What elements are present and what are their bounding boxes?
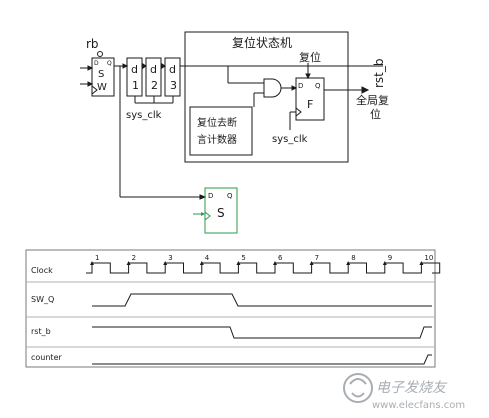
clock-tick-label: 5 [241,254,245,262]
arrow-reset-in [305,73,311,80]
sys-clk-right-label: sys_clk [272,134,308,145]
state-machine-title: 复位状态机 [232,35,292,50]
arrow-into-f [291,85,298,91]
s-ff-pin-q: Q [227,192,233,200]
arrow-into-d1 [122,63,129,69]
sw-input-arrow-top [87,65,94,71]
watermark-line2: www.elecfans.com [372,400,465,411]
f-ff-clock-marker [295,106,302,118]
clock-tick-label: 4 [205,254,210,262]
f-ff-pin-d: D [298,82,303,90]
watermark-line1: 电子发烧友 [376,380,448,396]
clock-tick-label: 6 [278,254,283,262]
clock-tick-label: 1 [95,254,99,262]
dff-3-bottom: 3 [170,79,177,92]
sw-q-waveform [92,293,432,307]
rst-b-label: rst_b [372,58,386,88]
clock-tick-label: 9 [388,254,392,262]
and-gate [263,78,282,98]
timing-waveforms [86,262,441,365]
timing-signal-label: Clock [31,266,53,275]
sw-input-arrow-bottom [87,81,94,87]
counter-label-line1: 复位去断 [197,116,237,129]
dff-3-top: d [169,63,176,76]
timing-signal-label: rst_b [31,327,51,336]
timing-grid [26,281,435,348]
arrow-into-s-block [199,194,207,200]
timing-signal-label: SW_Q [31,295,54,304]
schematic: rb D Q S W d 1 d 2 d 3 [80,31,389,200]
timing-clock-ticks: 1 2 3 4 5 6 7 8 9 10 [90,254,433,265]
arrow-into-d2 [142,63,147,69]
s-ff-letter: S [217,206,225,220]
sw-pin-q: Q [107,60,112,67]
timing-signal-label: counter [31,353,62,362]
s-ff-input-arrow [201,212,205,216]
watermark-logo-icon [343,373,373,403]
rb-inverter-bubble [97,51,103,57]
counter-box [189,106,253,156]
rb-label: rb [86,37,99,51]
s-ff-pin-d: D [208,192,213,200]
s-ff-block [204,187,238,234]
dff-1-bottom: 1 [132,79,139,92]
clock-tick-label: 10 [424,254,433,262]
rst-b-waveform [92,326,432,339]
counter-label-line2: 言计数器 [197,133,237,146]
watermark-logo-glyph [349,378,367,398]
sw-clock-marker [91,84,98,96]
dff-2-bottom: 2 [151,79,158,92]
clock-tick-label: 7 [315,254,319,262]
sw-letter-s: S [98,69,104,80]
clock-tick-label: 2 [132,254,136,262]
dff-1-top: d [131,63,138,76]
clock-tick-label: 3 [168,254,172,262]
f-ff-letter: F [307,98,313,111]
clock-tick-label: 8 [351,254,355,262]
sw-letter-w: W [97,82,107,93]
clock-waveform [86,262,441,274]
arrow-into-d3 [161,63,166,69]
timing-frame [25,249,436,368]
f-ff-block [295,77,325,121]
global-reset-line2: 位 [370,107,381,121]
f-ff-pin-q: Q [315,82,321,90]
counter-waveform [92,354,432,365]
sw-block [91,57,115,97]
global-reset-line1: 全局复 [356,93,389,107]
reset-label: 复位 [299,50,321,64]
arrow-f-out [361,86,370,94]
state-machine-box [184,31,349,163]
sw-pin-d: D [94,60,99,67]
dff-2-top: d [150,63,157,76]
watermark: 电子发烧友 www.elecfans.com [343,373,465,411]
sys-clk-left-label: sys_clk [126,110,162,121]
s-ff-clock-marker [204,210,211,222]
